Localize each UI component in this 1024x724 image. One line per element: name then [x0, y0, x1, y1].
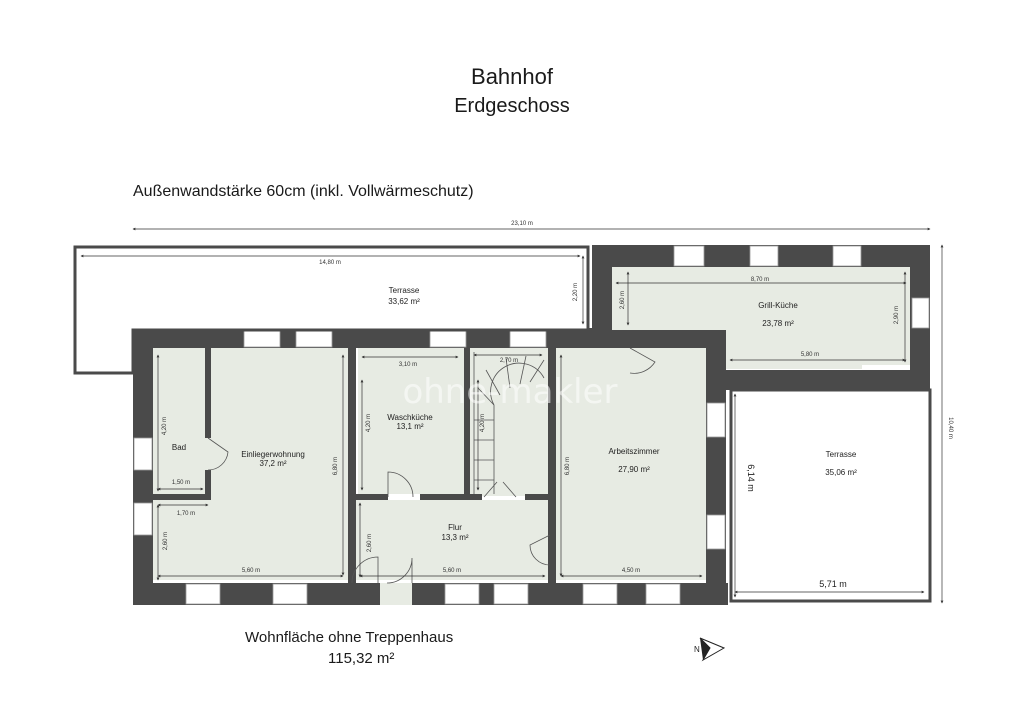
dim-grill-depth-right: 2,90 m — [894, 306, 900, 324]
dim-total-depth: 10,40 m — [947, 417, 953, 439]
dim-einlieger-width: 5,60 m — [242, 568, 260, 574]
dim-total-width: 23,10 m — [511, 221, 533, 227]
arbeit-name: Arbeitszimmer — [608, 447, 659, 456]
dim-grill-width: 8,70 m — [751, 277, 769, 283]
dimension-labels: 23,10 m 10,40 m 14,80 m 2,20 m 8,70 m 2,… — [162, 221, 953, 589]
dimension-lines — [80, 227, 944, 604]
grill-name: Grill-Küche — [758, 301, 798, 310]
terrace-right-name: Terrasse — [826, 450, 857, 459]
entrance-opening — [380, 583, 412, 605]
terrace-top-outline — [73, 245, 590, 375]
plan-subtitle: Erdgeschoss — [454, 95, 570, 117]
flur-area: 13,3 m² — [441, 533, 468, 542]
dim-terrace-top-width: 14,80 m — [319, 260, 341, 266]
dim-grill-bottom: 5,80 m — [801, 352, 819, 358]
compass-letter: N — [694, 645, 700, 654]
interior-walls — [153, 348, 556, 583]
dim-grill-depth-left: 2,60 m — [620, 291, 626, 309]
dim-lower-left-width: 1,70 m — [177, 511, 195, 517]
room-labels: Terrasse 33,62 m² Grill-Küche 23,78 m² B… — [172, 286, 857, 542]
wall-thickness-note: Außenwandstärke 60cm (inkl. Vollwärmesch… — [133, 183, 474, 200]
einlieger-name: Einliegerwohnung — [241, 450, 305, 459]
bad-name: Bad — [172, 443, 186, 452]
living-area-value: 115,32 m² — [328, 650, 395, 667]
compass-icon: N — [694, 637, 726, 662]
dim-flur-width: 5,60 m — [443, 568, 461, 574]
dim-stair-width: 2,70 m — [500, 358, 518, 364]
windows — [133, 245, 930, 605]
dim-bad-width: 1,50 m — [172, 480, 190, 486]
dim-terrace-top-depth: 2,20 m — [573, 283, 579, 301]
flur-name: Flur — [448, 523, 462, 532]
dim-terrace-right-width: 5,71 m — [819, 579, 847, 589]
living-area-label: Wohnfläche ohne Treppenhaus — [245, 629, 454, 646]
wasch-area: 13,1 m² — [396, 422, 423, 431]
dim-wasch-depth: 4,20 m — [366, 414, 372, 432]
dim-arbeit-depth: 6,80 m — [565, 457, 571, 475]
terrace-top-area: 33,62 m² — [388, 297, 420, 306]
arbeit-area: 27,90 m² — [618, 465, 650, 474]
dim-terrace-right-depth: 6,14 m — [746, 464, 756, 492]
dim-flur-depth: 2,60 m — [367, 534, 373, 552]
einlieger-area: 37,2 m² — [259, 459, 286, 468]
terrace-right-outline — [729, 388, 932, 603]
terrace-right-area: 35,06 m² — [825, 468, 857, 477]
dim-wasch-width: 3,10 m — [399, 362, 417, 368]
dim-stair-depth: 4,20 m — [480, 414, 486, 432]
watermark-text: ohne-makler — [402, 372, 617, 412]
terrace-top-name: Terrasse — [389, 286, 420, 295]
dim-einlieger-depth: 6,80 m — [333, 457, 339, 475]
dim-bad-depth: 4,20 m — [162, 417, 168, 435]
dim-lower-left-depth: 2,60 m — [163, 532, 169, 550]
grill-area: 23,78 m² — [762, 319, 794, 328]
dim-arbeit-width: 4,50 m — [622, 568, 640, 574]
wasch-name: Waschküche — [387, 413, 433, 422]
plan-title: Bahnhof — [471, 64, 553, 89]
